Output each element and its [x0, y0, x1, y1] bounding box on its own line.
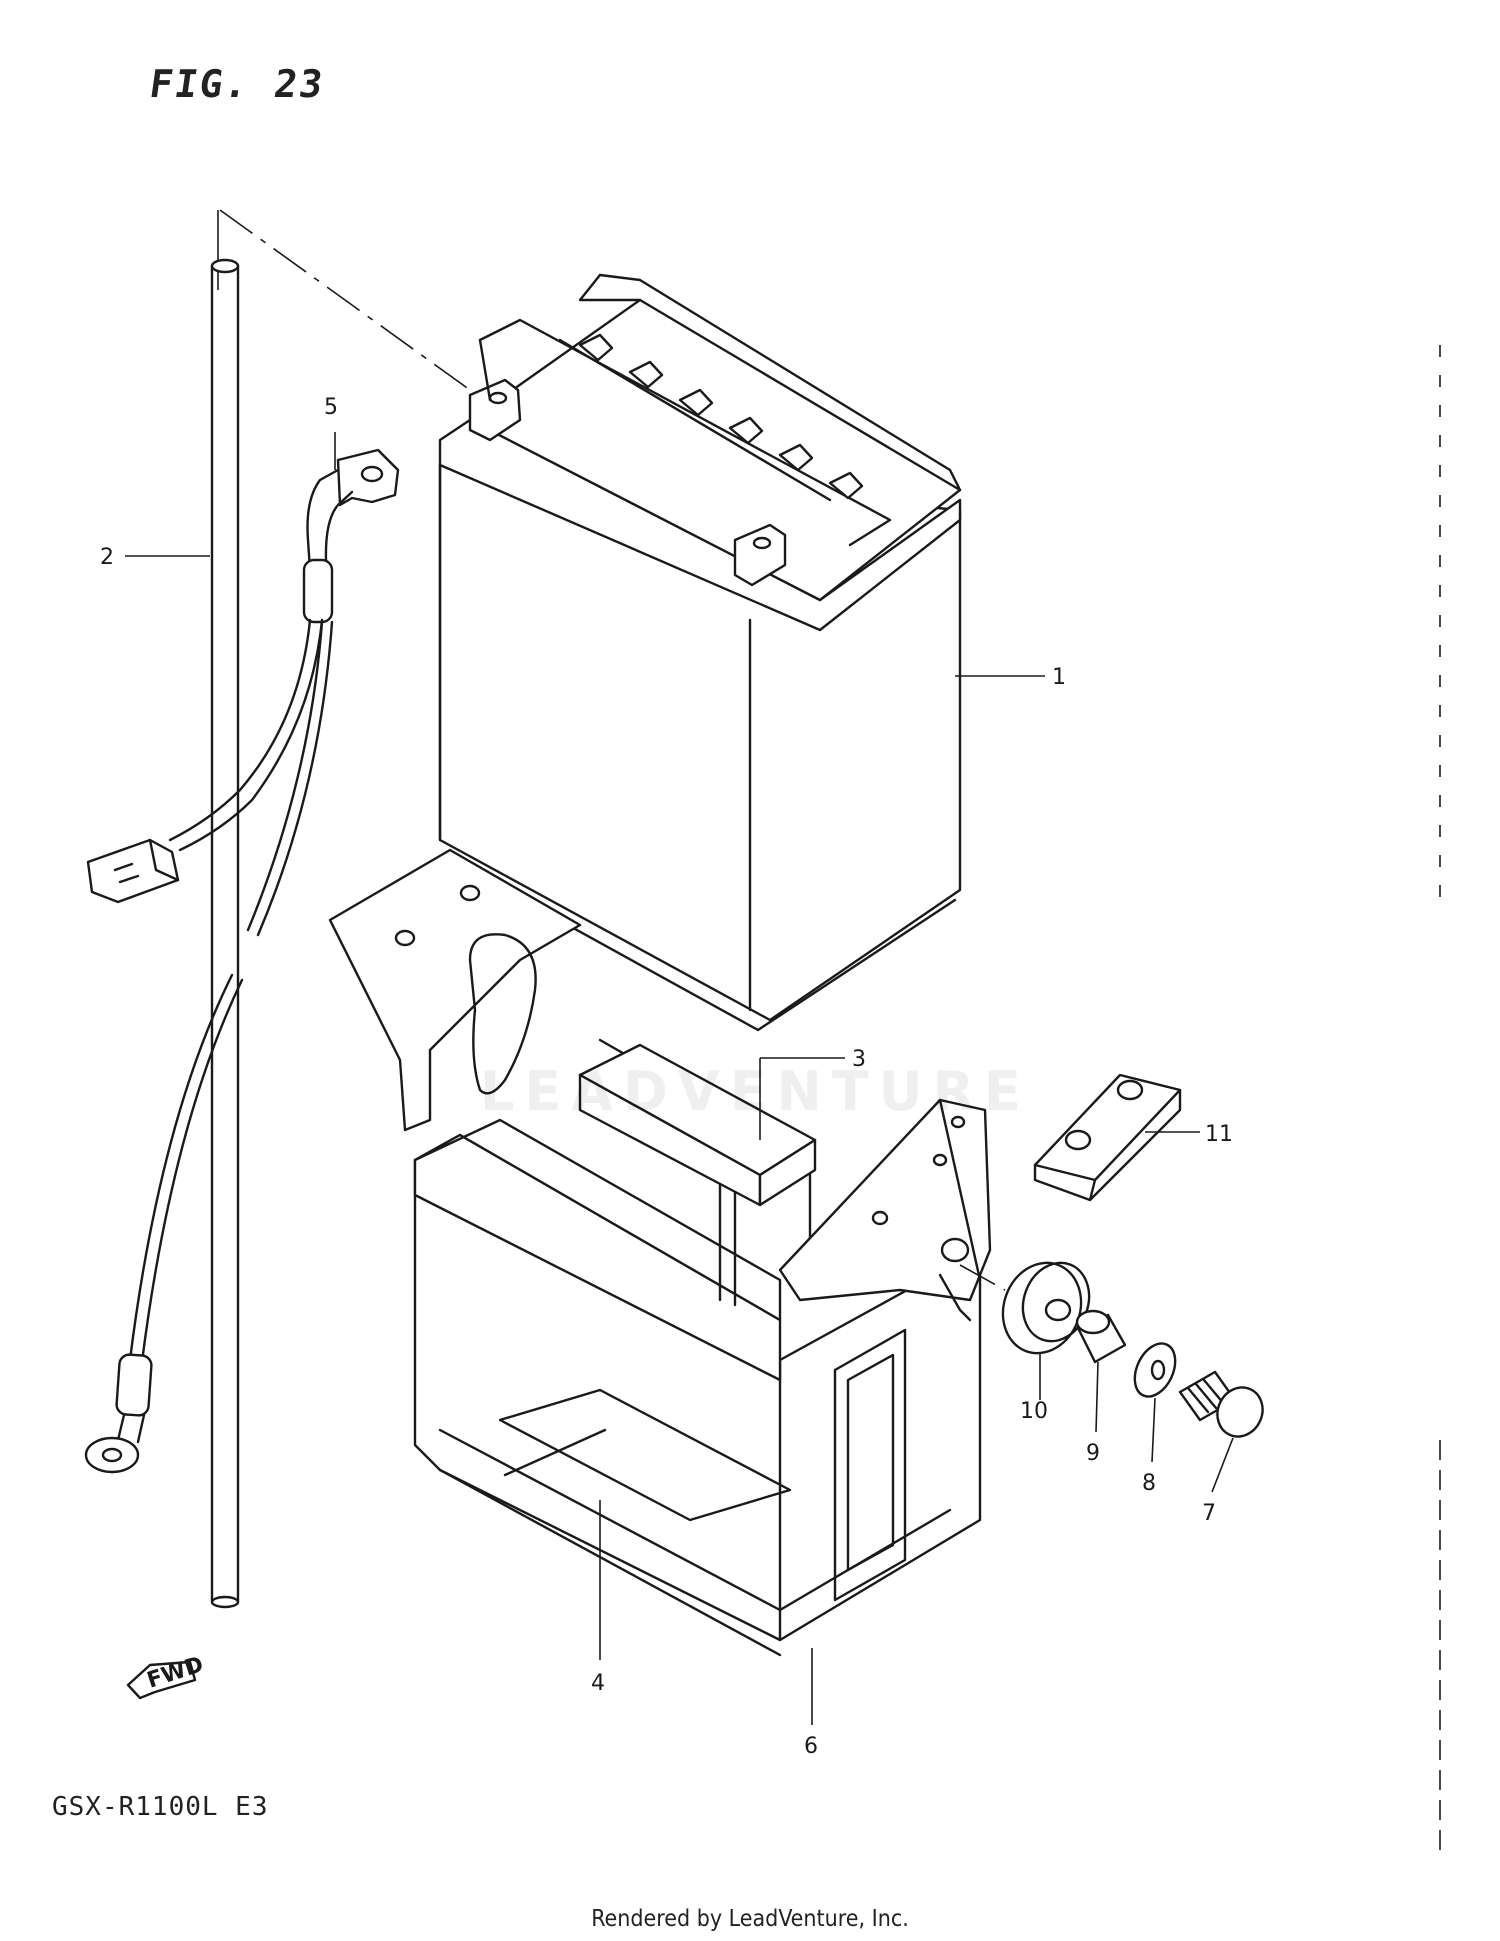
breather-hose-part[interactable] — [210, 258, 240, 1609]
callout-10: 10 — [1020, 1399, 1048, 1424]
battery-cushion-part[interactable] — [578, 1043, 817, 1207]
fwd-marker-label: FWD — [144, 1652, 206, 1694]
battery-holder-part[interactable] — [328, 848, 992, 1657]
hose-routing-line — [219, 209, 471, 391]
mount-axis-line — [959, 1264, 1006, 1291]
callout-6: 6 — [804, 1734, 818, 1759]
washer-part[interactable] — [1127, 1337, 1183, 1403]
callout-5: 5 — [324, 395, 338, 420]
callout-7: 7 — [1202, 1501, 1216, 1526]
callout-2: 2 — [100, 545, 114, 570]
callout-1: 1 — [1052, 665, 1066, 690]
battery-part[interactable] — [438, 273, 962, 1032]
callout-numbers: 1 2 3 4 5 6 7 8 9 10 11 — [100, 395, 1233, 1759]
callout-4: 4 — [591, 1671, 605, 1696]
callout-8: 8 — [1142, 1471, 1156, 1496]
callout-3: 3 — [852, 1047, 866, 1072]
callout-11: 11 — [1205, 1122, 1233, 1147]
plate-part[interactable] — [1033, 1073, 1182, 1202]
bolt-part[interactable] — [1178, 1370, 1271, 1444]
battery-tray-pad-part — [503, 1428, 607, 1477]
callout-leaders — [125, 432, 1234, 1725]
negative-lead-wire-part[interactable] — [84, 448, 400, 1474]
render-credit-footer: Rendered by LeadVenture, Inc. — [591, 1906, 909, 1932]
model-code: GSX-R1100L E3 — [52, 1792, 269, 1822]
callout-9: 9 — [1086, 1441, 1100, 1466]
grommet-part[interactable] — [991, 1252, 1100, 1364]
watermark: LEADVENTURE — [480, 1060, 1031, 1123]
spacer-part[interactable] — [1075, 1309, 1127, 1364]
forward-direction-arrow: FWD — [126, 1652, 207, 1700]
